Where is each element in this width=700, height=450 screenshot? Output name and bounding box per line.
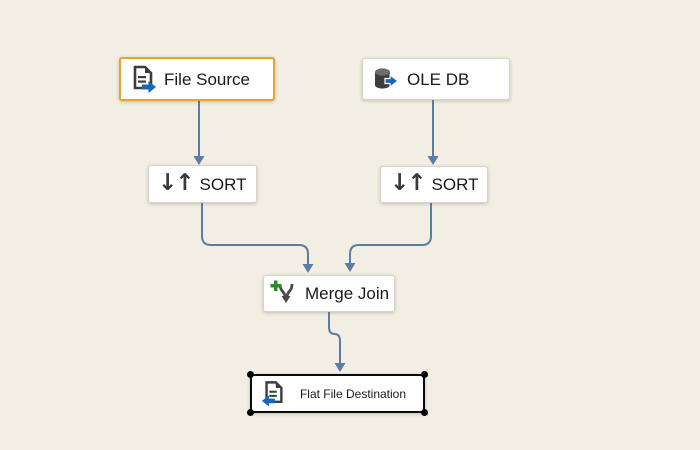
node-merge-join[interactable]: Merge Join [263,275,395,312]
node-label: OLE DB [407,69,470,89]
database-export-icon [372,66,400,92]
node-label: SORT [431,175,479,194]
file-export-icon [130,65,157,93]
node-sort-left[interactable]: ↓↑ SORT [148,165,257,203]
node-label: Merge Join [305,284,390,303]
node-label: Flat File Destination [299,386,407,401]
node-ole-db[interactable]: OLE DB [362,58,510,100]
node-label: SORT [199,174,247,194]
merge-join-icon [268,279,298,309]
sort-arrows-icon: ↓↑ [158,169,195,196]
edge-ole-db-to-sort-right[interactable] [427,100,439,165]
node-file-source[interactable]: File Source [119,57,275,101]
node-flat-file-destination[interactable]: Flat File Destination [247,371,428,416]
selection-handle[interactable] [247,409,254,416]
file-import-icon [261,380,286,407]
selection-handle[interactable] [421,409,428,416]
edge-file-source-to-sort-left[interactable] [193,101,205,165]
edge-sort-right-to-merge-join[interactable] [344,203,432,272]
sort-arrows-icon: ↓↑ [390,170,427,196]
node-sort-right[interactable]: ↓↑ SORT [380,166,488,203]
selection-handle[interactable] [421,371,428,378]
edge-merge-join-to-flat-file-destination[interactable] [328,312,346,372]
node-label: File Source [164,69,250,89]
edge-sort-left-to-merge-join[interactable] [201,203,314,273]
selection-handle[interactable] [247,371,254,378]
